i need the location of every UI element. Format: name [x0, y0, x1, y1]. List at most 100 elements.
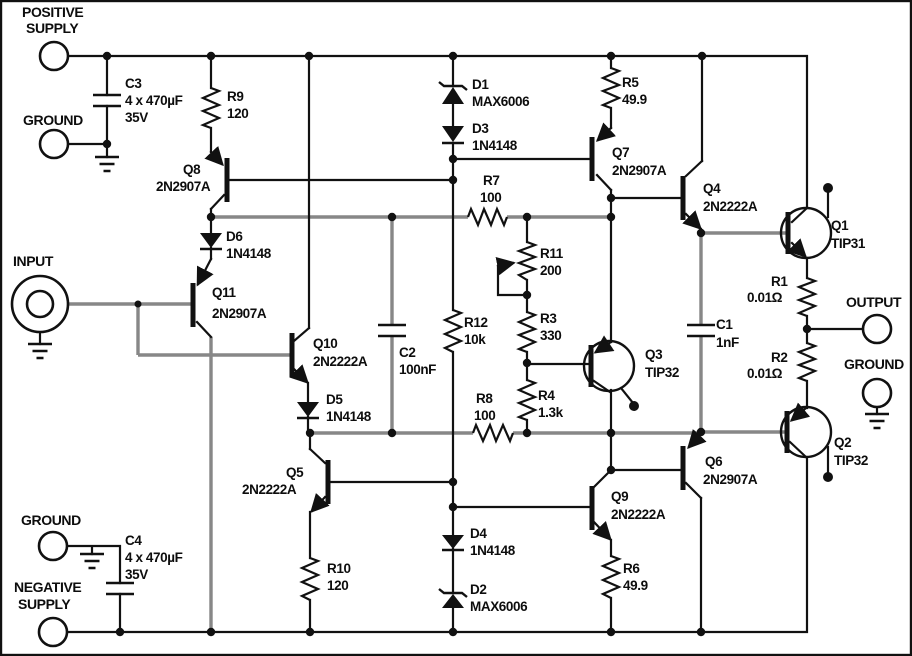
label-ground-bottom-left: GROUND: [21, 512, 81, 528]
transistor-Q8-symbol: [204, 145, 230, 211]
resistor-R11-symbol: [515, 240, 539, 281]
label-r9-ref: R9: [227, 89, 243, 104]
label-q2-ref: Q2: [834, 435, 851, 450]
transistor-Q6-symbol: [680, 428, 707, 500]
label-q1-ref: Q1: [831, 218, 849, 233]
transistor-Q1-symbol: [779, 206, 833, 260]
terminal-ground-right: [861, 377, 893, 409]
gray-wires: [68, 215, 786, 632]
resistor-R3-symbol: [516, 310, 538, 354]
label-q7-ref: Q7: [612, 145, 629, 160]
terminal-negative-supply: [37, 616, 69, 648]
label-r11-value: 200: [540, 263, 561, 278]
wire-q4-collector-column: [699, 54, 704, 235]
q11-emitter-arrow: [196, 257, 214, 287]
wire-input: [68, 302, 291, 357]
transistor-Q5-symbol: [308, 447, 331, 514]
resistor-R10-symbol: [299, 556, 321, 601]
transistors-power: [582, 206, 833, 459]
terminal-labels: POSITIVE SUPPLY GROUND INPUT GROUND NEGA…: [13, 4, 905, 612]
q4-emitter-arrow: [682, 210, 702, 230]
label-q6-value: 2N2907A: [703, 472, 758, 487]
label-negative-supply-2: SUPPLY: [18, 596, 71, 612]
transistor-Q3-symbol: [582, 335, 636, 394]
diode-D1-symbol: [438, 81, 468, 104]
label-q8-value: 2N2907A: [156, 179, 211, 194]
label-c2-value: 100nF: [399, 362, 436, 377]
label-q1-value: TIP31: [831, 236, 866, 251]
capacitor-C4-symbol: [106, 581, 134, 596]
label-r12-ref: R12: [464, 315, 488, 330]
q5-emitter-arrow: [310, 492, 330, 514]
wire-ground-top: [66, 142, 109, 159]
label-d1-ref: D1: [472, 77, 489, 92]
ground-symbol-input: [28, 342, 52, 360]
label-q4-ref: Q4: [703, 181, 721, 196]
label-r6-value: 49.9: [623, 578, 648, 593]
diode-D3-symbol: [442, 126, 464, 145]
label-r11-ref: R11: [540, 246, 564, 261]
label-q9-ref: Q9: [611, 489, 628, 504]
label-q3-value: TIP32: [645, 365, 679, 380]
label-c1-ref: C1: [716, 317, 733, 332]
label-ground-top: GROUND: [23, 112, 83, 128]
label-q5-ref: Q5: [286, 465, 304, 480]
label-r7-ref: R7: [483, 173, 499, 188]
label-r9-value: 120: [227, 106, 248, 121]
label-c4-ref: C4: [125, 533, 142, 548]
label-negative-supply-1: NEGATIVE: [14, 579, 81, 595]
label-c3-ref: C3: [125, 76, 142, 91]
component-labels: C3 4 x 470µF 35V R9 120 Q8 2N2907A D6 1N…: [125, 75, 868, 614]
q2-emitter-arrow: [789, 402, 811, 422]
ground-symbol-right: [865, 412, 889, 430]
diode-D2-symbol: [438, 588, 468, 608]
wire-ground-bottom-left: [65, 544, 122, 634]
q3-tab-dot: [629, 401, 639, 411]
resistor-R12-symbol: [442, 308, 464, 353]
label-q7-value: 2N2907A: [612, 163, 667, 178]
resistor-R7-symbol: [466, 206, 509, 228]
label-q5-value: 2N2222A: [242, 482, 297, 497]
label-d2-value: MAX6006: [470, 599, 528, 614]
label-q11-ref: Q11: [212, 285, 236, 300]
label-q3-ref: Q3: [645, 347, 663, 362]
label-output: OUTPUT: [846, 294, 902, 310]
resistors: [200, 66, 819, 601]
transistor-Q11-symbol: [190, 257, 214, 339]
label-r2-value: 0.01Ω: [747, 366, 783, 381]
ground-symbol-c4: [80, 552, 104, 570]
transistor-Q4-symbol: [680, 159, 704, 230]
terminals: [10, 40, 893, 648]
q2-tab-dot: [823, 472, 833, 482]
label-d2-ref: D2: [470, 582, 486, 597]
label-r12-value: 10k: [464, 332, 486, 347]
wire-top-rail: [66, 54, 809, 208]
capacitor-C2-symbol: [378, 323, 406, 338]
label-d3-ref: D3: [472, 121, 489, 136]
q1-tab-dot: [823, 183, 833, 193]
label-positive-supply-1: POSITIVE: [22, 4, 83, 20]
resistor-R8-symbol: [471, 422, 515, 444]
label-r10-value: 120: [327, 578, 348, 593]
transistor-Q2-symbol: [779, 402, 833, 459]
wire-r11-wiper: [496, 264, 529, 297]
label-c2-ref: C2: [399, 345, 415, 360]
transistor-Q10-symbol: [289, 326, 311, 384]
terminal-output: [861, 313, 893, 345]
transistor-Q9-symbol: [589, 468, 613, 542]
capacitors: [93, 93, 715, 596]
label-r10-ref: R10: [327, 561, 351, 576]
ground-symbol-c3: [95, 155, 119, 173]
label-d3-value: 1N4148: [472, 138, 518, 153]
terminal-ground-top: [38, 128, 70, 160]
terminal-ground-bottom-left: [37, 530, 69, 562]
label-r1-ref: R1: [771, 274, 788, 289]
label-positive-supply-2: SUPPLY: [26, 20, 79, 36]
label-d6-ref: D6: [226, 229, 243, 244]
label-r4-ref: R4: [538, 388, 555, 403]
label-q10-value: 2N2222A: [313, 354, 368, 369]
label-r2-ref: R2: [771, 350, 787, 365]
q1-emitter-arrow: [787, 238, 807, 258]
